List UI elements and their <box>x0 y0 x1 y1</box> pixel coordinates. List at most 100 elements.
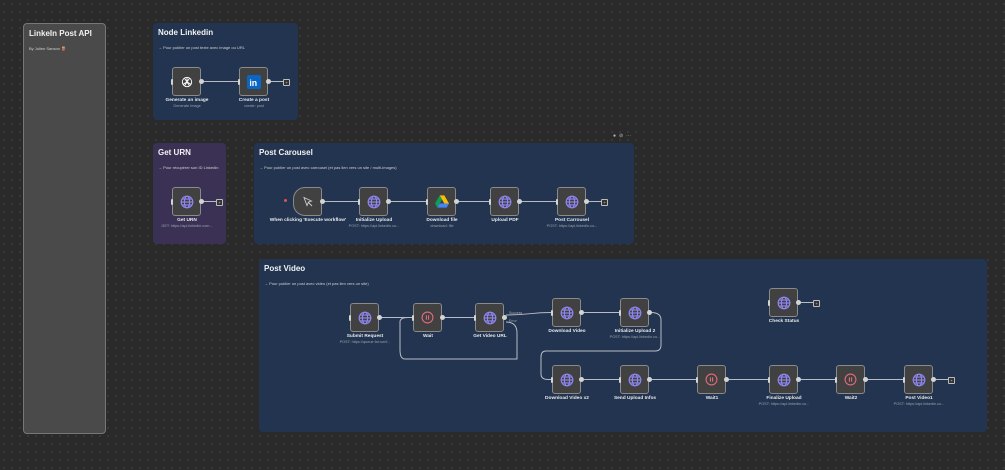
pause-icon <box>844 373 857 386</box>
node-subtitle: POST: https://api.linkedin.co... <box>546 224 598 228</box>
sticky-desc: → Pour publier un post avec carrousel (e… <box>259 165 397 170</box>
trigger-indicator <box>284 199 287 202</box>
output-port <box>376 315 382 320</box>
input-port <box>349 314 351 321</box>
input-port <box>768 299 770 306</box>
sticky-desc: → Pour récupérer son ID Linkedin <box>158 165 219 170</box>
node-label: Post Video1 <box>905 396 933 401</box>
node-initialize-upload[interactable] <box>359 187 388 216</box>
node-finalize-upload[interactable] <box>769 365 798 394</box>
sticky-title: Node Linkedin <box>158 28 214 37</box>
delete-icon[interactable]: ⊘ <box>619 133 624 139</box>
node-subtitle: POST: https://api.linkedin.co... <box>609 335 661 339</box>
globe-icon <box>180 195 194 209</box>
globe-icon <box>560 306 574 320</box>
add-node-button[interactable]: + <box>813 300 820 307</box>
input-port <box>619 309 621 316</box>
node-wait[interactable] <box>413 303 442 332</box>
globe-icon <box>628 306 642 320</box>
add-node-button[interactable]: + <box>216 199 223 206</box>
pause-icon <box>705 373 718 386</box>
add-node-button[interactable]: + <box>283 79 290 86</box>
globe-icon <box>628 373 642 387</box>
output-port <box>319 199 325 204</box>
node-submit-request[interactable] <box>350 303 379 332</box>
input-port <box>358 198 360 205</box>
node-label: Create a post <box>238 98 270 103</box>
sticky-title: Get URN <box>158 148 191 157</box>
node-label: Send Upload Infos <box>613 396 657 401</box>
node-create-a-post[interactable]: in <box>239 67 268 96</box>
node-subtitle: POST: https://api.linkedin.co... <box>348 224 400 228</box>
input-port <box>474 314 476 321</box>
sticky-author: By Julien Sanson 🪵 <box>29 46 66 51</box>
node-label: Download Video <box>548 329 586 334</box>
output-port <box>516 199 522 204</box>
sticky-title: Post Carousel <box>259 148 313 157</box>
input-port <box>551 376 553 383</box>
input-port <box>171 198 173 205</box>
node-label: Generate an image <box>165 98 209 103</box>
node-when-clicking-execute-workflow[interactable] <box>293 187 322 216</box>
output-port <box>453 199 459 204</box>
output-port <box>578 377 584 382</box>
node-download-video-x2[interactable] <box>552 365 581 394</box>
node-download-video[interactable] <box>552 298 581 327</box>
node-get-video-url[interactable] <box>475 303 504 332</box>
node-label: Initialize Upload 2 <box>614 329 656 334</box>
globe-icon <box>565 195 579 209</box>
color-icon[interactable]: ● <box>613 133 617 139</box>
google-drive-icon <box>434 195 449 208</box>
input-port <box>903 376 905 383</box>
node-download-file[interactable] <box>427 187 456 216</box>
node-label: Check Status <box>768 319 800 324</box>
node-label: Upload PDF <box>491 218 519 223</box>
output-port <box>578 310 584 315</box>
node-get-urn[interactable] <box>172 187 201 216</box>
input-port <box>238 78 240 85</box>
input-port <box>551 309 553 316</box>
cursor-icon <box>302 196 314 208</box>
node-check-status[interactable] <box>769 288 798 317</box>
connection <box>540 312 662 380</box>
node-label: Initialize Upload <box>355 218 393 223</box>
output-port <box>646 377 652 382</box>
globe-icon <box>912 373 926 387</box>
globe-icon <box>483 311 497 325</box>
input-port <box>696 376 698 383</box>
node-wait1[interactable] <box>697 365 726 394</box>
node-subtitle: Generate Image <box>173 104 201 108</box>
pause-icon <box>421 311 434 324</box>
node-label: Wait <box>423 334 433 339</box>
node-wait2[interactable] <box>836 365 865 394</box>
more-icon[interactable]: ⋯ <box>626 133 632 139</box>
add-node-button[interactable]: + <box>601 199 608 206</box>
output-port <box>198 79 204 84</box>
node-label: Download file <box>426 218 458 223</box>
node-label: Get URN <box>177 218 197 223</box>
node-post-carrousel[interactable] <box>557 187 586 216</box>
input-port <box>835 376 837 383</box>
node-generate-an-image[interactable] <box>172 67 201 96</box>
sticky-main[interactable]: LinkeIn Post API By Julien Sanson 🪵 <box>23 23 106 434</box>
node-initialize-upload-2[interactable] <box>620 298 649 327</box>
node-upload-pdf[interactable] <box>490 187 519 216</box>
add-node-button[interactable]: + <box>948 377 955 384</box>
globe-icon <box>498 195 512 209</box>
node-subtitle: POST: https://api.linkedin.co... <box>758 402 810 406</box>
node-send-upload-infos[interactable] <box>620 365 649 394</box>
edge-label-success: Success <box>509 311 523 315</box>
output-port <box>583 199 589 204</box>
node-label: Download Video x2 <box>545 396 589 401</box>
node-label: Finalize Upload <box>766 396 802 401</box>
globe-icon <box>358 311 372 325</box>
node-post-video1[interactable] <box>904 365 933 394</box>
output-port <box>501 315 507 320</box>
node-label: Submit Request <box>346 334 384 339</box>
globe-icon <box>367 195 381 209</box>
output-port <box>795 300 801 305</box>
sticky-title: LinkeIn Post API <box>29 29 92 38</box>
input-port <box>412 314 414 321</box>
sticky-post-video[interactable]: Post Video → Pour publier un post avec v… <box>259 259 987 432</box>
